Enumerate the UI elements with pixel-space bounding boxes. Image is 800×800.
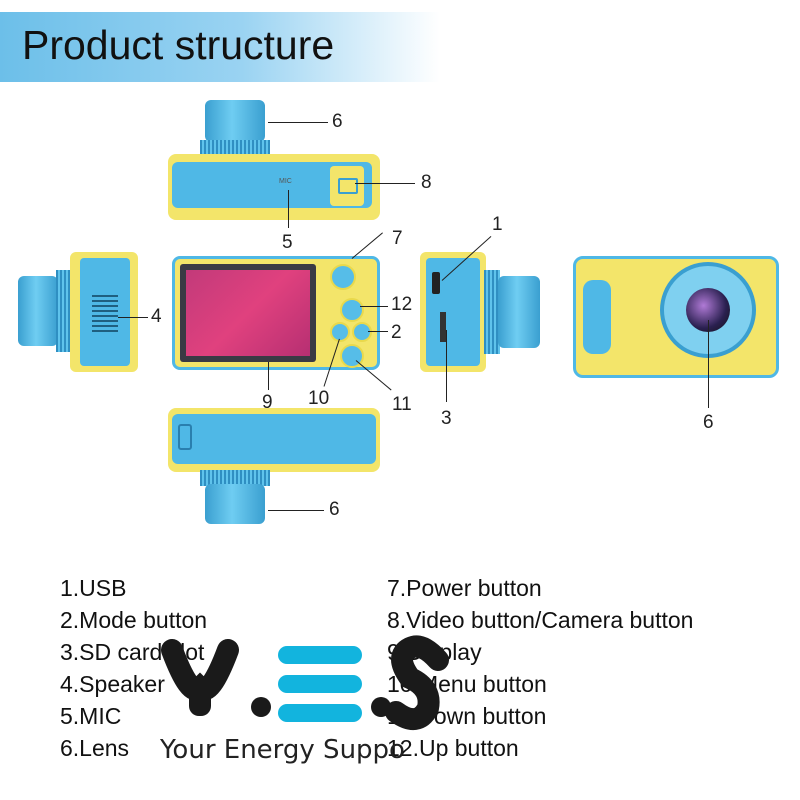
list-item: 12.Up button — [387, 735, 519, 761]
callout-7: 7 — [392, 228, 403, 249]
list-item: 1.USB — [60, 575, 127, 601]
callout-11: 11 — [392, 394, 412, 415]
lens-ring — [484, 270, 500, 354]
callout-12: 12 — [391, 294, 413, 315]
lens-barrel — [205, 100, 265, 142]
mode-button — [352, 322, 372, 342]
menu-button — [330, 322, 350, 342]
header-band — [0, 12, 440, 82]
callout-8: 8 — [421, 172, 432, 193]
video-camera-button — [330, 166, 364, 206]
callout-9: 9 — [262, 392, 273, 413]
camera-shell — [172, 414, 376, 464]
page-title: Product structure — [22, 22, 335, 68]
display-screen — [180, 264, 316, 362]
callout-line — [268, 510, 324, 511]
callout-2: 2 — [391, 322, 402, 343]
callout-10: 10 — [308, 388, 330, 409]
mic-label: MIC — [279, 178, 292, 185]
camera-grip — [583, 280, 611, 354]
sd-card-slot — [440, 312, 446, 342]
list-item: 6.Lens — [60, 735, 130, 761]
yes-watermark-logo: Your Energy Suppo — [159, 628, 450, 773]
lens-ring — [56, 270, 72, 352]
callout-line — [268, 362, 269, 390]
list-item: 2.Mode button — [60, 607, 208, 633]
lens-barrel — [498, 276, 540, 348]
callout-line — [708, 320, 709, 408]
callout-line — [368, 331, 388, 332]
callout-line — [288, 190, 289, 228]
callout-line — [446, 330, 447, 402]
strap-hole — [178, 424, 192, 450]
power-button — [330, 264, 356, 290]
lens-ring — [200, 140, 270, 156]
callout-1: 1 — [492, 214, 503, 235]
callout-line — [268, 122, 328, 123]
list-item: 8.Video button/Camera button — [387, 607, 694, 633]
yes-logo-icon: Your Energy Suppo — [159, 635, 449, 765]
callout-6-top: 6 — [332, 111, 343, 132]
camera-icon — [338, 178, 358, 194]
lens-barrel — [205, 484, 265, 524]
callout-line — [118, 317, 148, 318]
list-item: 4.Speaker — [60, 671, 165, 697]
lens-ring — [200, 470, 270, 486]
list-item: 5.MIC — [60, 703, 122, 729]
usb-port — [432, 272, 440, 294]
callout-line — [360, 306, 388, 307]
speaker-grille — [92, 292, 118, 332]
callout-line — [355, 183, 415, 184]
parts-list-right: 7.Power button 8.Video button/Camera but… — [387, 572, 693, 764]
svg-text:Your Energy Suppo: Your Energy Suppo — [160, 735, 405, 765]
up-button — [340, 298, 364, 322]
callout-4: 4 — [151, 306, 162, 327]
lens-barrel — [18, 276, 58, 346]
callout-5: 5 — [282, 232, 293, 253]
callout-3: 3 — [441, 408, 452, 429]
list-item: 7.Power button — [387, 575, 542, 601]
callout-6-back: 6 — [703, 412, 714, 433]
callout-6-bottom: 6 — [329, 499, 340, 520]
callout-line — [351, 232, 383, 259]
